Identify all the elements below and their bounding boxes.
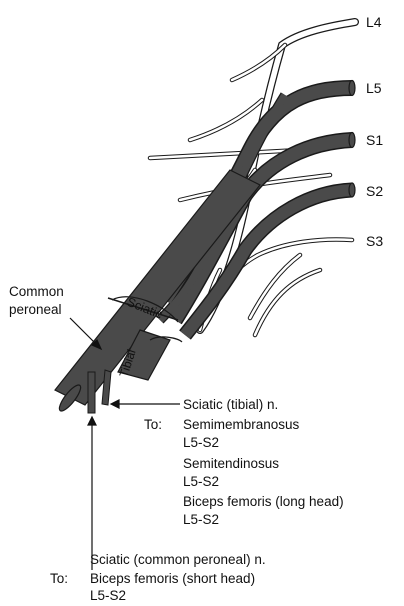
root-label-l4: L4 bbox=[366, 14, 382, 30]
tibial-note-title: Sciatic (tibial) n. bbox=[183, 397, 278, 413]
root-label-l5: L5 bbox=[366, 80, 382, 96]
common-peroneal-label: Common peroneal bbox=[9, 283, 64, 319]
common-peroneal-line-2: peroneal bbox=[9, 301, 64, 319]
tibial-note-line: Biceps femoris (long head) bbox=[183, 494, 344, 510]
dark-nerve-roots bbox=[160, 81, 355, 336]
sciatic-trunk: Sciatic Tibial bbox=[55, 170, 260, 414]
root-label-s2: S2 bbox=[366, 183, 383, 199]
peroneal-note-line: Biceps femoris (short head) bbox=[90, 571, 255, 587]
peroneal-note-to: To: bbox=[50, 571, 68, 587]
tibial-note-line: L5-S2 bbox=[183, 512, 219, 528]
peroneal-note-title: Sciatic (common peroneal) n. bbox=[90, 552, 266, 568]
root-label-s3: S3 bbox=[366, 233, 383, 249]
tibial-note-to: To: bbox=[144, 417, 162, 433]
tibial-note-line: L5-S2 bbox=[183, 474, 219, 490]
tibial-note-line: L5-S2 bbox=[183, 435, 219, 451]
peroneal-note-line: L5-S2 bbox=[90, 588, 126, 604]
tibial-note-line: Semimembranosus bbox=[183, 417, 299, 433]
common-peroneal-line-1: Common bbox=[9, 283, 64, 301]
root-label-s1: S1 bbox=[366, 132, 383, 148]
tibial-note-line: Semitendinosus bbox=[183, 456, 279, 472]
